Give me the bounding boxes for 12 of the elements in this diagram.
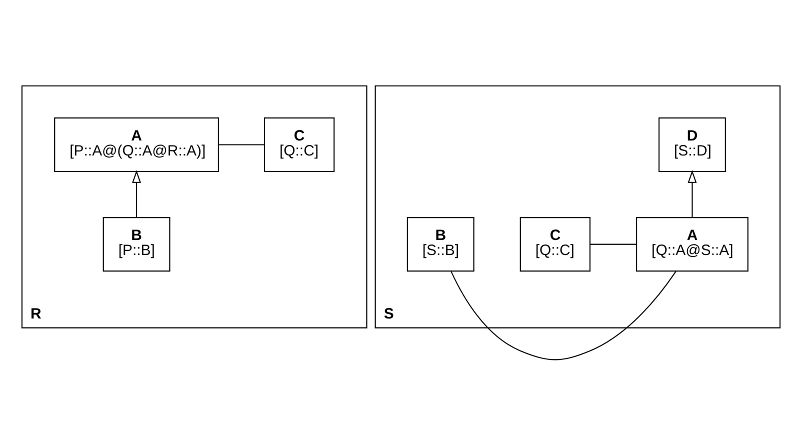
node-box: B [S::B] [406, 216, 474, 272]
node-box: C [Q::C] [520, 216, 590, 272]
node-box: A [Q::A@S::A] [636, 216, 748, 272]
connector [218, 144, 264, 145]
node-box: C [Q::C] [264, 116, 335, 172]
connector [450, 270, 676, 360]
node-box: B [P::B] [102, 216, 170, 272]
connector [590, 243, 636, 244]
node-box: D [S::D] [658, 116, 726, 172]
node-box: A [P::A@(Q::A@R::A)] [54, 116, 219, 172]
arrow [688, 170, 697, 217]
arrow [132, 170, 142, 217]
